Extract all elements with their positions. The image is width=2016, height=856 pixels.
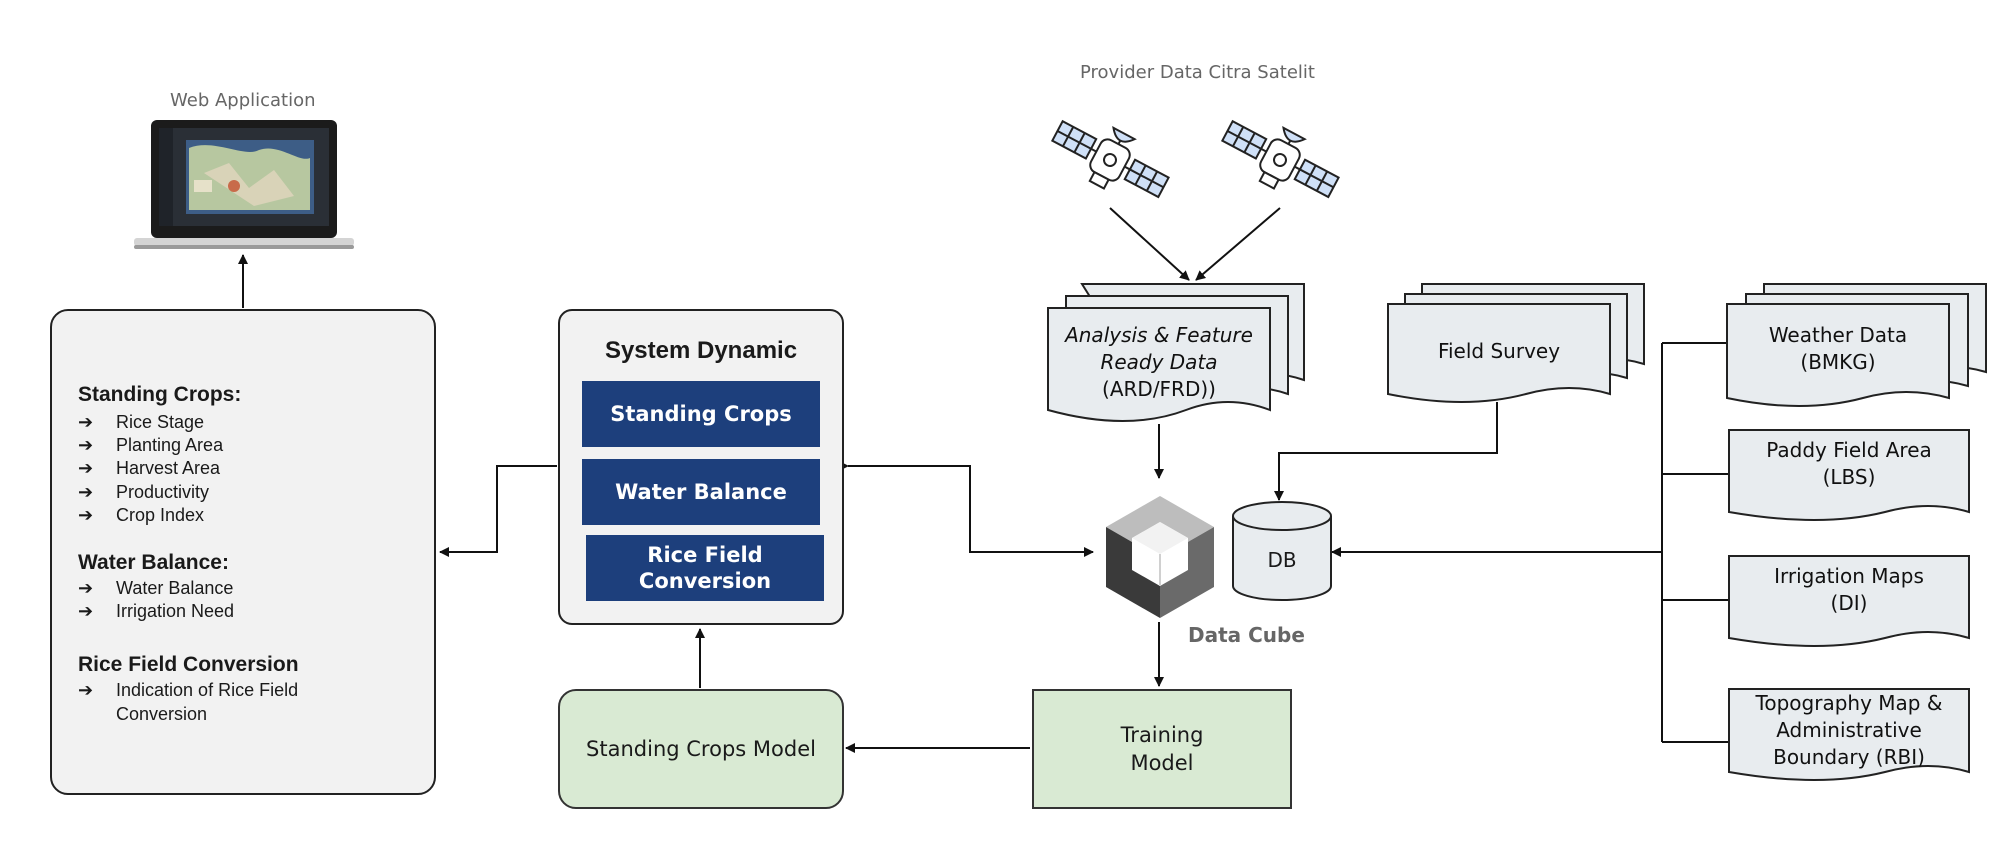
output-item: ➔Crop Index (78, 505, 205, 525)
water-balance-module: Water Balance (582, 459, 820, 525)
water-balance-heading: Water Balance: (78, 551, 229, 574)
database-icon (1232, 501, 1332, 601)
output-item: ➔Harvest Area (78, 458, 221, 478)
arrow-right-icon: ➔ (78, 412, 94, 432)
data-cube-icon (1106, 496, 1214, 618)
output-item: ➔Planting Area (78, 435, 224, 455)
ard-frd-document: Analysis & Feature Ready Data (ARD/FRD)) (1065, 323, 1253, 401)
paddy-field-area-document: Paddy Field Area(LBS) (1766, 438, 1932, 489)
satellite-icon (1220, 119, 1340, 199)
system-dynamic-panel: System Dynamic Standing Crops Water Bala… (558, 309, 844, 625)
output-item: ➔Indication of Rice Field (78, 680, 299, 700)
output-item: ➔Productivity (78, 482, 210, 502)
training-model-box: Training Model (1032, 689, 1292, 809)
standing-crops-model-box: Standing Crops Model (558, 689, 844, 809)
web-application-caption: Web Application (170, 90, 316, 111)
output-item-continued: Conversion (116, 704, 208, 724)
weather-data-document: Weather Data(BMKG) (1768, 323, 1908, 374)
satellite-icon (1050, 119, 1170, 199)
arrow-right-icon: ➔ (78, 482, 94, 502)
irrigation-maps-document: Irrigation Maps(DI) (1774, 564, 1924, 615)
standing-crops-heading: Standing Crops: (78, 383, 242, 406)
arrow-right-icon: ➔ (78, 680, 94, 700)
arrow-right-icon: ➔ (78, 601, 94, 621)
rice-field-conversion-module: Rice Field Conversion (586, 535, 824, 601)
laptop-icon (134, 120, 354, 249)
output-panel: Standing Crops: ➔Rice Stage ➔Planting Ar… (50, 309, 436, 795)
provider-caption: Provider Data Citra Satelit (1080, 62, 1315, 83)
rice-field-conversion-heading: Rice Field Conversion (78, 653, 299, 676)
system-dynamic-title: System Dynamic (604, 337, 798, 364)
output-item: ➔Water Balance (78, 578, 234, 598)
arrow-right-icon: ➔ (78, 505, 94, 525)
field-survey-document: Field Survey (1437, 339, 1561, 363)
arrow-right-icon: ➔ (78, 435, 94, 455)
arrow-right-icon: ➔ (78, 578, 94, 598)
output-item: ➔Rice Stage (78, 412, 205, 432)
database-label: DB (1267, 548, 1297, 572)
standing-crops-module: Standing Crops (582, 381, 820, 447)
arrow-right-icon: ➔ (78, 458, 94, 478)
data-cube-label: Data Cube (1188, 623, 1305, 647)
output-item: ➔Irrigation Need (78, 601, 235, 621)
